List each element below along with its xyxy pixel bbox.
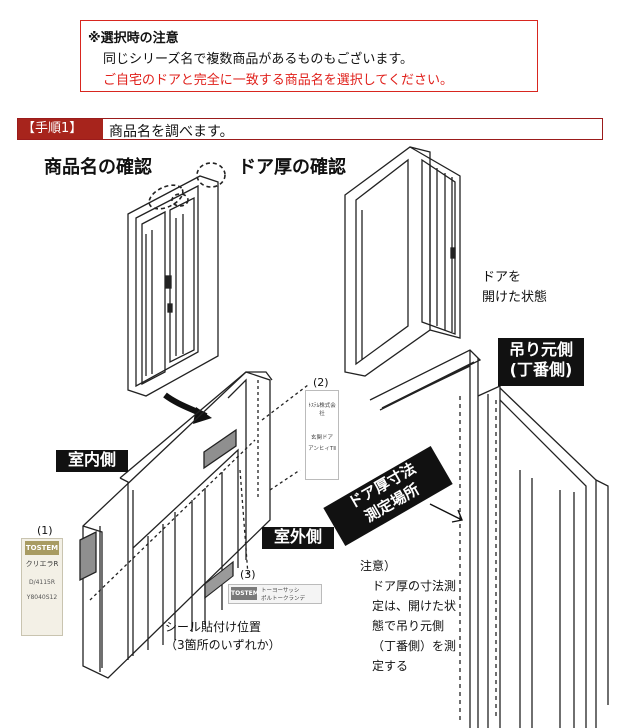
- seal-label-1-product: クリエラR: [25, 560, 59, 568]
- caution-title: 注意）: [360, 559, 397, 573]
- double-door-drawing: [127, 175, 219, 397]
- seal-label-3: TOSTEM トーヨーサッシ ポルトークランデ: [228, 584, 322, 604]
- seal-label-1-code2: Y8040S12: [26, 594, 58, 601]
- indoor-side-label: 室内側: [56, 450, 128, 472]
- notice-line-2: ご自宅のドアと完全に一致する商品名を選択してください。: [103, 73, 453, 88]
- seal-label-1-code1: D/4115R: [28, 579, 56, 586]
- open-door-drawing: [344, 146, 461, 377]
- seal-label-2-line1: ﾄｽﾃﾑ株式会社: [308, 403, 336, 417]
- caution-body: ドア厚の寸法測 定は、開けた状 態で吊り元側 （丁番側）を測 定する: [372, 579, 457, 673]
- step-text: 商品名を調べます。: [109, 124, 234, 140]
- step-tag: 【手順1】: [18, 119, 103, 139]
- step-header: 【手順1】 商品名を調べます。: [17, 118, 603, 140]
- seal-label-1: TOSTEM クリエラR D/4115R Y8040S12: [21, 538, 63, 636]
- seal-label-3-line1: トーヨーサッシ: [261, 588, 300, 594]
- hinge-side-drawing: [369, 349, 609, 728]
- callout-2: (2): [313, 376, 329, 389]
- callout-3: (3): [240, 568, 256, 581]
- seal-label-2-line3: アンヒィTⅡ: [308, 446, 336, 452]
- seal-label-2-line2: 玄関ドア: [310, 435, 333, 441]
- hinge-side-subtext: (丁番側): [509, 360, 573, 379]
- frame-guides: [89, 380, 309, 601]
- seal-label-2: ﾄｽﾃﾑ株式会社 玄関ドア アンヒィTⅡ: [305, 390, 339, 480]
- outdoor-side-label: 室外側: [262, 527, 334, 549]
- hinge-side-label: 吊り元側 (丁番側): [498, 338, 584, 386]
- notice-title: ※選択時の注意: [88, 31, 179, 46]
- seal-label-3-brand: TOSTEM: [231, 587, 259, 600]
- seal-label-3-line2: ポルトークランデ: [261, 596, 306, 602]
- door-thickness-check-label: ドア厚の確認: [238, 157, 346, 178]
- product-name-check-label: 商品名の確認: [44, 157, 152, 178]
- hinge-guides: [459, 396, 497, 720]
- seal-label-1-brand: TOSTEM: [25, 541, 59, 555]
- frame-section-drawing: [82, 371, 273, 679]
- selection-notice: ※選択時の注意 同じシリーズ名で複数商品があるものもございます。 ご自宅のドアと…: [80, 20, 538, 92]
- door-open-state-label: ドアを 開けた状態: [482, 270, 548, 305]
- callout-1: (1): [37, 524, 53, 537]
- notice-line-1: 同じシリーズ名で複数商品があるものもございます。: [103, 52, 414, 67]
- seal-location-note: シール貼付け位置 （3箇所のいずれか）: [165, 620, 281, 652]
- dashed-highlights: [148, 162, 226, 210]
- hinge-side-text: 吊り元側: [508, 340, 573, 359]
